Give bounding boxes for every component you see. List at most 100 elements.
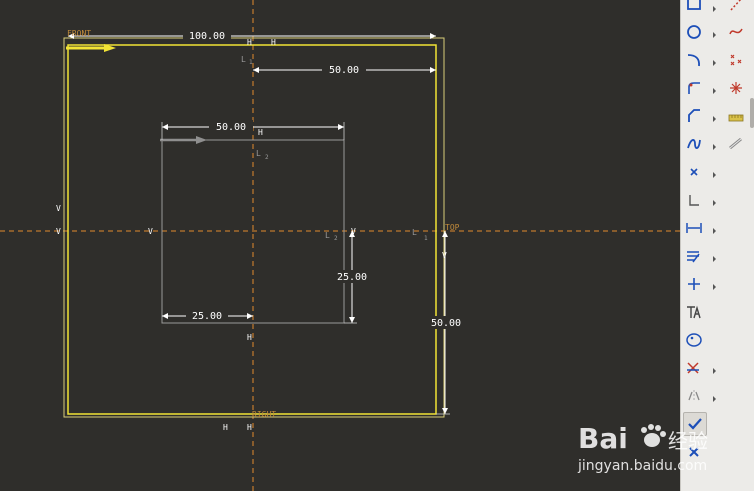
circle-icon	[687, 25, 701, 39]
arc-tool-button[interactable]	[681, 48, 707, 72]
expand-arrow-icon[interactable]	[713, 6, 716, 12]
spline-curve-tool-button[interactable]	[723, 20, 749, 44]
centerline-tool-button[interactable]	[681, 272, 707, 296]
accept-icon	[688, 418, 702, 430]
constraint-equal-l2: L	[256, 149, 261, 158]
line-tool-button[interactable]	[723, 0, 749, 16]
constraint-horizontal: H	[247, 333, 252, 342]
trim-tool-button[interactable]	[681, 356, 707, 380]
constraint-equal-l2: L	[325, 231, 330, 240]
coordinate-system-icon	[689, 195, 699, 206]
constraint-vertical: V	[351, 227, 356, 236]
constraint-equal-l1-sub: 1	[424, 235, 428, 242]
dimension-right-height[interactable]: 50.00	[431, 318, 461, 329]
chamfer-tool-button[interactable]	[681, 104, 707, 128]
circle-tool-button[interactable]	[681, 20, 707, 44]
expand-arrow-icon[interactable]	[713, 32, 716, 38]
cancel-button[interactable]	[681, 440, 707, 464]
expand-arrow-icon[interactable]	[713, 116, 716, 122]
arc-icon	[687, 54, 700, 67]
expand-arrow-icon[interactable]	[713, 144, 716, 150]
expand-arrow-icon[interactable]	[713, 368, 716, 374]
line-icon	[730, 0, 742, 11]
constraint-vertical: V	[56, 227, 61, 236]
watermark-url: jingyan.baidu.com	[577, 458, 707, 474]
centerline-icon	[688, 278, 700, 290]
modify-icon	[730, 82, 742, 94]
cancel-icon	[689, 447, 699, 457]
dimension-inner-offset[interactable]: 25.00	[192, 311, 222, 322]
dimension-inner-width-bg	[209, 120, 253, 133]
outer-rectangle[interactable]	[67, 44, 437, 415]
watermark: Bai 经验 jingyan.baidu.com	[577, 422, 708, 474]
dimension-inner-width[interactable]: 50.00	[216, 122, 246, 133]
expand-arrow-icon[interactable]	[713, 396, 716, 402]
dimension-tool-button[interactable]	[681, 216, 707, 240]
accept-button[interactable]	[683, 412, 707, 436]
constraint-vertical: V	[56, 204, 61, 213]
sketch-canvas[interactable]: 100.00 50.00 50.00 25.00 25.00 50.00 FRO…	[0, 0, 680, 491]
top-reference-label: TOP	[445, 223, 460, 232]
expand-arrow-icon[interactable]	[713, 60, 716, 66]
fillet-tool-button[interactable]	[681, 76, 707, 100]
front-arrow-head	[104, 44, 116, 52]
trim-icon	[687, 362, 699, 374]
mirror-tool-button[interactable]	[681, 384, 707, 408]
right-reference-label: RIGHT	[252, 410, 276, 419]
chain-tool-button[interactable]	[723, 132, 749, 156]
expand-arrow-icon[interactable]	[713, 88, 716, 94]
dimension-right-half-width[interactable]: 50.00	[329, 65, 359, 76]
constraint-equal-l1: L	[241, 55, 246, 64]
point-tool-button[interactable]	[681, 160, 707, 184]
palette-icon	[686, 333, 702, 347]
dimension-right-height-bg	[427, 316, 465, 329]
spline-tool-button[interactable]	[681, 132, 707, 156]
constraint-equal-l1: L	[412, 228, 417, 237]
dimension-top-width[interactable]: 100.00	[189, 31, 225, 42]
dimension-inner-offset-bg	[186, 309, 228, 322]
dimension-inner-height[interactable]: 25.00	[337, 272, 367, 283]
offset-icon	[687, 251, 700, 263]
dimension-right-half-bg	[322, 63, 366, 76]
rectangle-tool-button[interactable]	[681, 0, 707, 16]
expand-arrow-icon[interactable]	[713, 284, 716, 290]
construction-points-icon	[730, 54, 742, 66]
dimension-icon	[686, 223, 702, 233]
constraint-equal-l1-sub: 1	[249, 59, 253, 66]
sketch-toolbar	[680, 0, 754, 491]
coordinate-system-tool-button[interactable]	[681, 188, 707, 212]
constraint-horizontal: H	[247, 423, 252, 432]
text-tool-button[interactable]	[681, 300, 707, 324]
constraint-horizontal: H	[247, 38, 252, 47]
ruler-icon	[728, 114, 744, 122]
dimension-top-width-bg	[183, 29, 231, 42]
paw-logo-icon	[641, 424, 666, 447]
expand-arrow-icon[interactable]	[713, 200, 716, 206]
palette-tool-button[interactable]	[681, 328, 707, 352]
construction-points-tool-button[interactable]	[723, 48, 749, 72]
ruler-tool-button[interactable]	[723, 104, 749, 128]
chamfer-icon	[688, 109, 700, 122]
front-reference-label: FRONT	[67, 29, 91, 38]
constraint-vertical: V	[442, 251, 447, 260]
text-icon	[687, 305, 701, 319]
expand-arrow-icon[interactable]	[713, 228, 716, 234]
toolbar-scroll-handle[interactable]	[750, 98, 754, 128]
modify-tool-button[interactable]	[723, 76, 749, 100]
inner-arrow-head	[196, 136, 207, 144]
constraint-horizontal: H	[223, 423, 228, 432]
rectangle-icon	[687, 0, 701, 10]
expand-arrow-icon[interactable]	[713, 172, 716, 178]
offset-tool-button[interactable]	[681, 244, 707, 268]
point-icon	[690, 168, 698, 176]
expand-arrow-icon[interactable]	[713, 256, 716, 262]
constraint-horizontal: H	[258, 128, 263, 137]
constraint-vertical: V	[148, 227, 153, 236]
chain-icon	[729, 137, 742, 150]
constraint-horizontal: H	[271, 38, 276, 47]
watermark-brand: Bai	[578, 422, 628, 455]
constraint-equal-l2-sub: 2	[334, 235, 338, 242]
spline-icon	[687, 139, 701, 149]
mirror-icon	[688, 390, 700, 402]
inner-rectangle[interactable]	[161, 139, 345, 324]
